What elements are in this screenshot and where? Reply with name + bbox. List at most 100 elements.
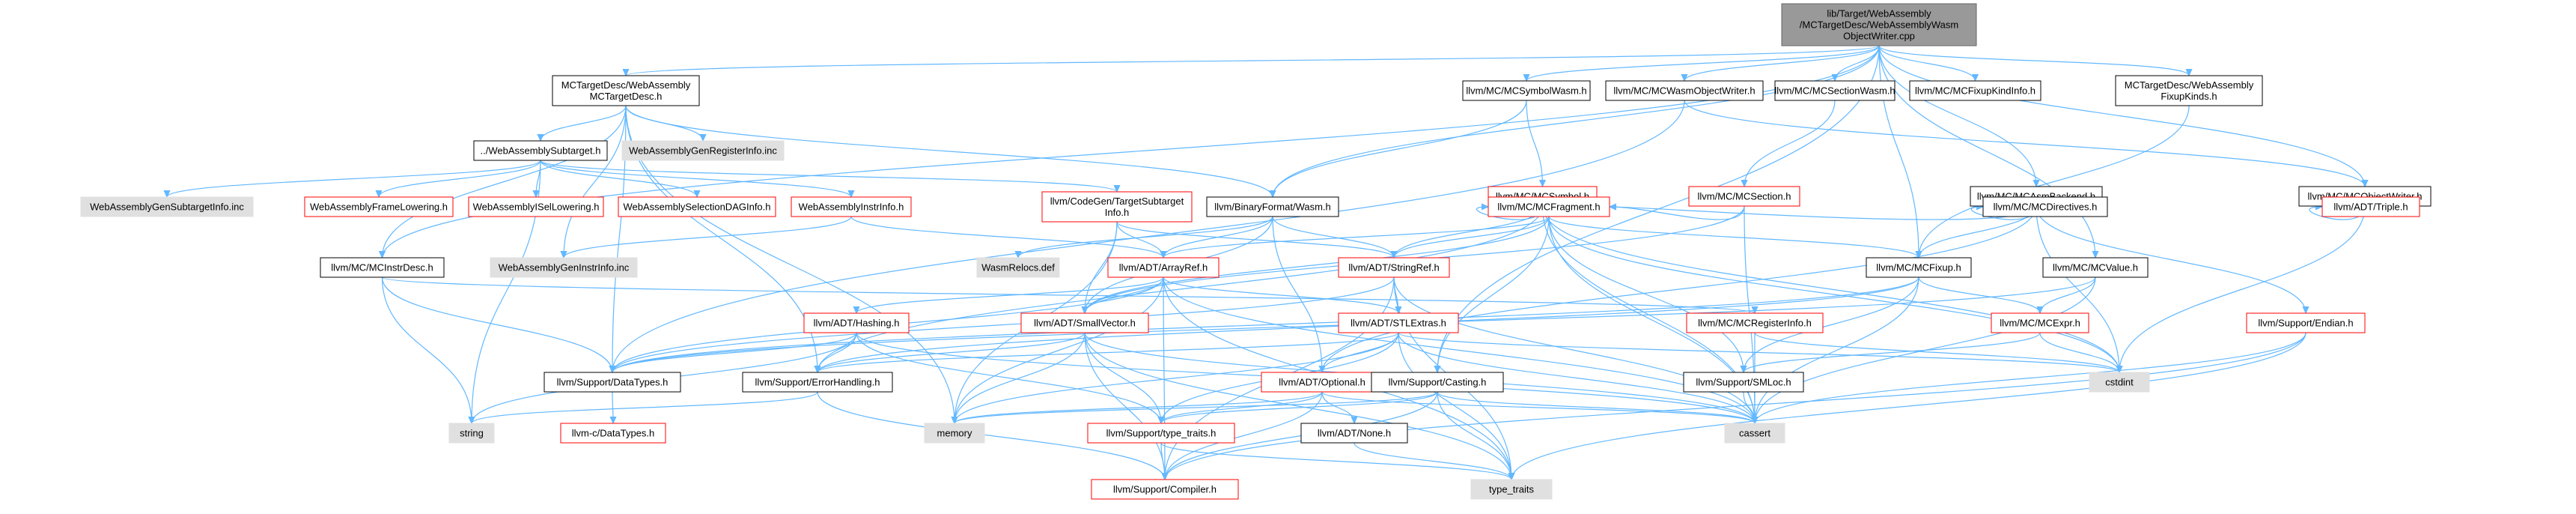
node-mcreginfo[interactable]: llvm/MC/MCRegisterInfo.h: [1686, 312, 1824, 333]
node-label: string: [460, 428, 484, 439]
node-label: llvm/ADT/None.h: [1318, 428, 1391, 439]
edge-mcfragment-to-smloc: [1548, 216, 1744, 372]
node-label: llvm/Support/DataTypes.h: [557, 377, 669, 388]
node-box: [1909, 80, 2041, 101]
node-box: [742, 372, 893, 393]
edge-binaryformat-to-arrayref: [1163, 216, 1273, 258]
edge-root-to-mcobjectwriter: [1878, 45, 2365, 187]
node-subtarget[interactable]: ../WebAssemblySubtarget.h: [473, 140, 608, 161]
edge-mcsection-to-mcfragment: [1610, 206, 1745, 220]
node-string: string: [448, 423, 495, 444]
edge-stlextras-to-cstdint: [1398, 332, 2119, 372]
node-label: WebAssemblyGenInstrInfo.inc: [499, 262, 630, 273]
node-mcinstrdesc[interactable]: llvm/MC/MCInstrDesc.h: [320, 257, 445, 278]
node-mcvalue[interactable]: llvm/MC/MCValue.h: [2042, 257, 2149, 278]
edge-fixupkinds-to-mcfixup: [1919, 105, 2190, 258]
edge-mcinstrdesc-to-datatypes: [381, 276, 613, 372]
node-box: [304, 196, 454, 217]
node-box: [2115, 75, 2263, 106]
edge-subtarget-to-instrinfo: [540, 160, 851, 197]
node-casting[interactable]: llvm/Support/Casting.h: [1371, 372, 1504, 393]
edge-mcfragment-to-casting: [1437, 216, 1550, 372]
edge-optional-to-cassert: [1321, 391, 1755, 423]
node-label: llvm/MC/MCSectionWasm.h: [1774, 85, 1895, 97]
edge-mcfragment-to-cstdint: [1548, 216, 2119, 372]
node-label: llvm/MC/MCValue.h: [2053, 262, 2138, 273]
edge-errorhandling-to-string: [472, 391, 818, 423]
edge-subtarget-to-framelowering: [379, 160, 541, 197]
node-label: WebAssemblyInstrInfo.h: [799, 202, 904, 213]
node-mcexpr[interactable]: llvm/MC/MCExpr.h: [1991, 312, 2089, 333]
node-label: llvm/MC/MCFixup.h: [1876, 262, 1961, 273]
edge-stlextras-to-std_typetraits: [1398, 332, 1511, 480]
edge-smallvector-to-errorhandling: [817, 332, 1085, 372]
node-mcfragment[interactable]: llvm/MC/MCFragment.h: [1488, 196, 1610, 217]
edge-mcvalue-to-mcexpr: [2040, 276, 2096, 313]
node-label: ../WebAssemblySubtarget.h: [481, 145, 601, 157]
node-framelowering[interactable]: WebAssemblyFrameLowering.h: [304, 196, 454, 217]
edge-codegentsi-to-stringref: [1116, 221, 1394, 258]
edge-subtarget-to-gensubtargetinfo: [167, 160, 541, 197]
node-box: [1107, 257, 1220, 278]
node-mcsection[interactable]: llvm/MC/MCSection.h: [1688, 186, 1800, 207]
edge-mcsymbolwasm-to-binaryformat: [1273, 100, 1527, 197]
node-label: cstdint: [2105, 377, 2134, 388]
node-datatypes[interactable]: llvm/Support/DataTypes.h: [543, 372, 681, 393]
node-label: llvm/MC/MCFragment.h: [1497, 202, 1600, 213]
edge-mcfragment-to-arrayref: [1163, 216, 1550, 258]
node-box: [1683, 372, 1804, 393]
node-arrayref[interactable]: llvm/ADT/ArrayRef.h: [1107, 257, 1220, 278]
edge-datatypes-to-cdatatypes: [612, 391, 613, 423]
edge-stlextras-to-cassert: [1398, 332, 1755, 423]
edge-mcsectionwasm-to-mcsection: [1744, 100, 1836, 187]
node-adtnone[interactable]: llvm/ADT/None.h: [1300, 423, 1408, 444]
node-mcfixup[interactable]: llvm/MC/MCFixup.h: [1866, 257, 1972, 278]
node-binaryformat[interactable]: llvm/BinaryFormat/Wasm.h: [1206, 196, 1339, 217]
node-mcfixupkindinfo[interactable]: llvm/MC/MCFixupKindInfo.h: [1909, 80, 2041, 101]
node-box: [2089, 372, 2150, 393]
node-memory: memory: [924, 423, 985, 444]
node-smallvector[interactable]: llvm/ADT/SmallVector.h: [1020, 312, 1149, 333]
node-smloc[interactable]: llvm/Support/SMLoc.h: [1683, 372, 1804, 393]
node-selectiondag[interactable]: WebAssemblySelectionDAGInfo.h: [618, 196, 776, 217]
node-label: llvm/ADT/Hashing.h: [814, 318, 900, 329]
node-hashing[interactable]: llvm/ADT/Hashing.h: [803, 312, 910, 333]
node-mcdirectives[interactable]: llvm/MC/MCDirectives.h: [1982, 196, 2108, 217]
node-box: [490, 257, 638, 278]
node-box: [618, 196, 776, 217]
node-typetraits[interactable]: llvm/Support/type_traits.h: [1087, 423, 1235, 444]
node-stringref[interactable]: llvm/ADT/StringRef.h: [1338, 257, 1450, 278]
node-errorhandling[interactable]: llvm/Support/ErrorHandling.h: [742, 372, 893, 393]
node-isellowering[interactable]: WebAssemblyISelLowering.h: [468, 196, 604, 217]
node-box: [552, 75, 700, 106]
node-adttriple[interactable]: llvm/ADT/Triple.h: [2321, 196, 2420, 217]
node-label: WasmRelocs.def: [981, 262, 1055, 273]
node-box: [1605, 80, 1764, 101]
node-label: ObjectWriter.cpp: [1843, 31, 1915, 42]
node-stlextras[interactable]: llvm/ADT/STLExtras.h: [1338, 312, 1459, 333]
node-box: [473, 140, 608, 161]
edge-mcexpr-to-smloc: [1744, 332, 2041, 372]
node-label: llvm/MC/MCExpr.h: [2000, 318, 2080, 329]
node-instrinfo[interactable]: WebAssemblyInstrInfo.h: [791, 196, 912, 217]
node-label: llvm-c/DataTypes.h: [572, 428, 655, 439]
node-mcsymbolwasm[interactable]: llvm/MC/MCSymbolWasm.h: [1462, 80, 1591, 101]
node-box: [791, 196, 912, 217]
node-cstdint: cstdint: [2089, 372, 2150, 393]
node-optional[interactable]: llvm/ADT/Optional.h: [1261, 372, 1383, 393]
node-compiler[interactable]: llvm/Support/Compiler.h: [1091, 479, 1239, 500]
node-mcwasmobjwriter[interactable]: llvm/MC/MCWasmObjectWriter.h: [1605, 80, 1764, 101]
node-mcsectionwasm[interactable]: llvm/MC/MCSectionWasm.h: [1774, 80, 1896, 101]
node-label: Info.h: [1105, 207, 1130, 218]
node-endian[interactable]: llvm/Support/Endian.h: [2246, 312, 2366, 333]
node-label: llvm/MC/MCFixupKindInfo.h: [1915, 85, 2035, 97]
edge-mcsymbolwasm-to-mcsymbol: [1526, 100, 1543, 187]
node-box: [1300, 423, 1408, 444]
node-cdatatypes[interactable]: llvm-c/DataTypes.h: [560, 423, 666, 444]
edge-mcfragment-to-stringref: [1394, 216, 1550, 258]
edge-root-to-mcasmbackend: [1878, 45, 2036, 187]
node-box: [1470, 479, 1553, 500]
